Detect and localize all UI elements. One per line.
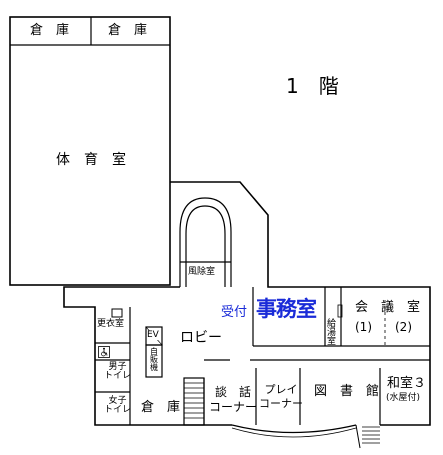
wheelchair-icon <box>98 346 110 358</box>
office-window <box>337 304 343 318</box>
stair-treads <box>184 382 204 419</box>
vending-line-2: 販 <box>150 355 158 364</box>
canopy-post <box>355 424 361 449</box>
conference-1-label: (1) <box>355 320 372 334</box>
floor-title: 1 階 <box>286 74 339 98</box>
lobby-label: ロビー <box>180 330 222 346</box>
mens-toilet-line-2: トイレ <box>104 371 132 381</box>
changing-room-label: 更衣室 <box>97 319 125 329</box>
ramp-steps <box>362 426 380 444</box>
storage-bottom-label: 倉 庫 <box>141 400 181 415</box>
office-label: 事務室 <box>256 297 317 321</box>
conference-2-label: (2) <box>395 320 412 334</box>
play-line-2: コーナー <box>259 397 303 410</box>
main-outer-wall <box>63 286 232 426</box>
changing-room-door <box>111 308 123 318</box>
vending-label: 自 販 機 <box>150 348 158 372</box>
entrance-arch <box>179 197 232 287</box>
vending-machine <box>145 344 163 378</box>
east-wall <box>310 286 431 426</box>
japanese-room-label: 和室３ <box>387 376 427 391</box>
kitchenette-line-3: 室 <box>327 337 337 347</box>
kitchenette-label: 給 湯 室 <box>327 320 336 347</box>
storage-left-label: 倉 庫 <box>30 23 70 38</box>
conference-room-label: 会 議 室 <box>355 300 421 315</box>
mens-toilet-label: 男子 トイレ <box>104 363 131 381</box>
mens-toilet-line-1: 男子 <box>108 362 127 372</box>
play-line-1: プレイ <box>264 383 298 396</box>
gym-label: 体 育 室 <box>56 152 126 168</box>
vending-line-1: 自 <box>150 347 158 356</box>
kitchenette-line-2: 湯 <box>327 328 337 338</box>
bottom-canopy-outer <box>231 427 357 438</box>
bottom-canopy <box>231 424 357 434</box>
womens-toilet-line-2: トイレ <box>104 405 132 415</box>
windbreak-label: 風除室 <box>188 267 216 277</box>
accessible-toilet-icon-wrap <box>98 345 110 361</box>
gym-wall <box>9 16 171 286</box>
library-label: 図 書 館 <box>314 384 380 399</box>
lounge-line-2: コーナー <box>209 400 258 414</box>
elevator-label: EV <box>147 330 159 340</box>
lounge-line-1: 談 話 <box>215 385 252 399</box>
storage-right-label: 倉 庫 <box>108 23 148 38</box>
japanese-room-note: (水屋付) <box>386 393 421 403</box>
womens-toilet-line-1: 女子 <box>108 396 127 406</box>
entrance-hall-wall <box>170 181 310 288</box>
play-corner-label: プレイ コーナー <box>259 384 303 409</box>
womens-toilet-label: 女子 トイレ <box>104 397 131 415</box>
kitchenette-line-1: 給 <box>327 319 337 329</box>
vending-line-3: 機 <box>150 363 158 372</box>
reception-label: 受付 <box>221 305 248 320</box>
lounge-label: 談 話 コーナー <box>209 386 257 413</box>
entrance-arch-inner <box>185 205 226 287</box>
